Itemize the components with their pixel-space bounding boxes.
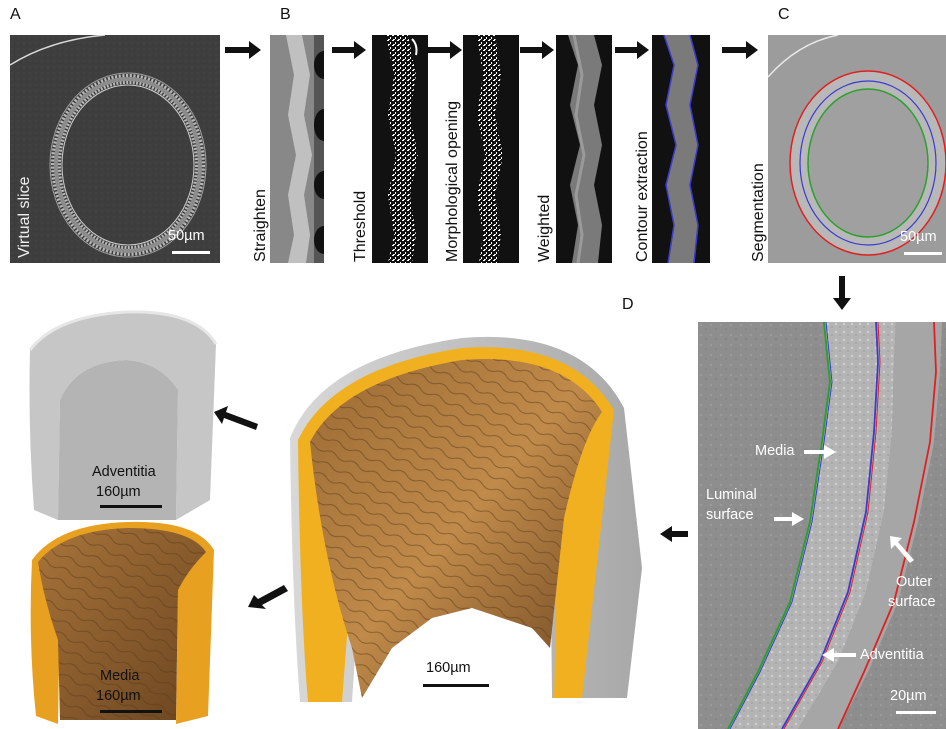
scalebar-media-label: 160µm [96, 688, 141, 704]
weighted-image [556, 35, 612, 263]
scalebar-adventitia [100, 505, 162, 508]
arrow-up-left-icon [214, 406, 258, 432]
panel-letter-a: A [10, 6, 21, 24]
arrow-down-icon [833, 276, 851, 310]
scalebar-zoom [896, 711, 936, 714]
arrow-left-icon [660, 526, 688, 542]
arrow-left-icon [822, 647, 856, 663]
scalebar-c [904, 252, 942, 255]
straighten-image [270, 35, 324, 263]
arrow-right-icon [615, 41, 649, 59]
weighted-label: Weighted [536, 195, 554, 262]
virtual-slice-label: Virtual slice [16, 176, 34, 258]
arrow-right-icon [774, 511, 804, 527]
threshold-label: Threshold [352, 191, 370, 262]
morphological-opening-image [463, 35, 519, 263]
contour-extraction-label: Contour extraction [634, 131, 652, 262]
arrow-right-icon [804, 444, 836, 460]
contour-extraction-image [652, 35, 710, 263]
scalebar-center [423, 684, 489, 687]
combined-3d-render [282, 318, 642, 704]
arrow-up-left-icon [888, 534, 916, 564]
arrow-right-icon [428, 41, 462, 59]
morphological-opening-label: Morphological opening [444, 101, 462, 262]
zoom-label-outer-line1: Outer [888, 572, 936, 592]
zoom-segmentation-image [698, 322, 946, 729]
scalebar-center-label: 160µm [426, 660, 471, 676]
scalebar-c-label: 50µm [900, 229, 937, 245]
zoom-label-luminal-line1: Luminal [706, 485, 757, 505]
arrow-down-left-icon [248, 585, 288, 613]
scalebar-zoom-label: 20µm [890, 688, 927, 704]
threshold-image [372, 35, 428, 263]
panel-letter-c: C [778, 6, 790, 24]
scalebar-adventitia-label: 160µm [96, 484, 141, 500]
arrow-right-icon [332, 41, 366, 59]
zoom-label-outer: Outer surface [888, 572, 936, 612]
zoom-label-media: Media [755, 441, 795, 461]
scalebar-a-label: 50µm [168, 228, 205, 244]
arrow-right-icon [225, 41, 261, 59]
panel-letter-b: B [280, 6, 291, 24]
scalebar-a [172, 251, 210, 254]
arrow-right-icon [520, 41, 554, 59]
zoom-label-outer-line2: surface [888, 592, 936, 612]
segmentation-label: Segmentation [750, 163, 768, 262]
straighten-label: Straighten [252, 189, 270, 262]
scalebar-media [100, 710, 162, 713]
zoom-label-luminal: Luminal surface [706, 485, 757, 525]
media-render-label: Media [100, 668, 140, 684]
panel-letter-d: D [622, 296, 634, 314]
zoom-label-adventitia: Adventitia [860, 645, 924, 665]
adventitia-render-label: Adventitia [92, 464, 156, 480]
zoom-label-luminal-line2: surface [706, 505, 757, 525]
arrow-right-icon [722, 41, 758, 59]
